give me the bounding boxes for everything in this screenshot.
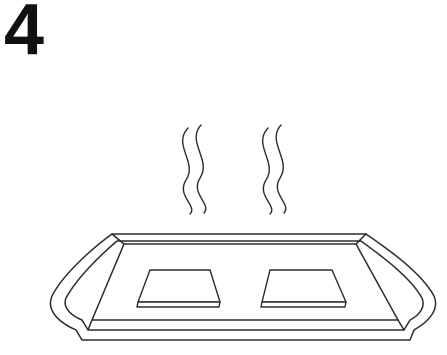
tray-crease <box>398 320 404 330</box>
food-item-left-top <box>138 270 220 302</box>
steam-wisp <box>196 125 206 213</box>
baking-tray-icon <box>50 234 435 340</box>
tray-floor <box>92 244 398 320</box>
food-item-right-side <box>261 302 346 307</box>
steam-icon <box>183 125 286 214</box>
tray-crease <box>112 234 124 244</box>
tray-rim-inner <box>65 241 423 330</box>
food-item-right-top <box>262 270 346 302</box>
steam-wisp <box>263 128 272 214</box>
food-item-left-side <box>137 302 220 307</box>
tray-outer-rim <box>50 234 435 340</box>
tray-crease <box>356 234 366 244</box>
food-item-icon <box>137 270 346 307</box>
tray-crease <box>88 320 92 330</box>
steam-wisp <box>276 125 286 213</box>
steam-wisp <box>183 128 192 214</box>
